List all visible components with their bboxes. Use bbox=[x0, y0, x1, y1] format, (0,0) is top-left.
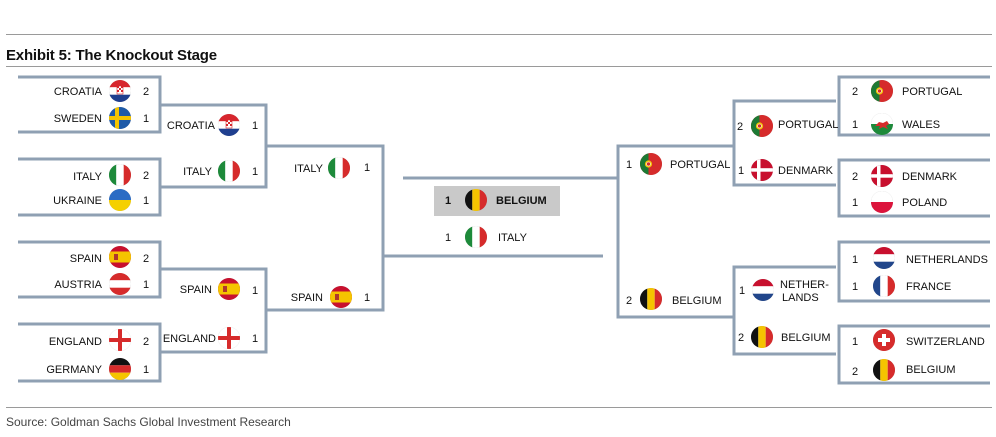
winner-score: 1 bbox=[445, 195, 452, 207]
team-score: 2 bbox=[143, 170, 150, 182]
wales-flag-icon bbox=[871, 113, 893, 135]
italy-flag-icon bbox=[328, 157, 350, 179]
team-name: NETHERLANDS bbox=[906, 254, 988, 266]
portugal-flag-icon bbox=[751, 115, 773, 137]
team-name: ENGLAND bbox=[48, 336, 102, 348]
team-name: SPAIN bbox=[290, 292, 323, 304]
team-score: 1 bbox=[143, 195, 150, 207]
team-score: 1 bbox=[739, 285, 746, 297]
england-flag-icon bbox=[218, 327, 240, 349]
team-name: UKRAINE bbox=[53, 195, 102, 207]
team-score: 1 bbox=[852, 119, 859, 131]
team-name: PORTUGAL bbox=[778, 119, 839, 131]
team-score: 1 bbox=[143, 364, 150, 376]
runner-up-score: 1 bbox=[445, 232, 452, 244]
team-score: 2 bbox=[143, 336, 150, 348]
title-rule bbox=[6, 66, 992, 67]
switzerland-flag-icon bbox=[873, 329, 895, 351]
team-score: 1 bbox=[252, 333, 259, 345]
belgium-flag-icon bbox=[751, 326, 773, 348]
sweden-flag-icon bbox=[109, 107, 131, 129]
team-name: DENMARK bbox=[778, 165, 834, 177]
team-name: PORTUGAL bbox=[902, 86, 963, 98]
spain-flag-icon bbox=[109, 246, 131, 268]
team-name: BELGIUM bbox=[672, 295, 722, 307]
team-score: 1 bbox=[252, 120, 259, 132]
team-name: SWEDEN bbox=[53, 113, 102, 125]
spain-flag-icon bbox=[330, 286, 352, 308]
team-name: ENGLAND bbox=[162, 333, 216, 345]
team-score: 2 bbox=[143, 86, 150, 98]
france-flag-icon bbox=[873, 275, 895, 297]
team-score: 1 bbox=[364, 292, 371, 304]
ukraine-flag-icon bbox=[109, 189, 131, 211]
team-name: DENMARK bbox=[902, 171, 958, 183]
team-score: 1 bbox=[252, 285, 259, 297]
spain-flag-icon bbox=[218, 278, 240, 300]
italy-flag-icon bbox=[218, 160, 240, 182]
croatia-flag-icon bbox=[218, 114, 240, 136]
italy-flag-icon bbox=[465, 226, 487, 248]
team-name: AUSTRIA bbox=[54, 279, 102, 291]
team-score: 2 bbox=[626, 295, 633, 307]
team-name: BELGIUM bbox=[906, 364, 956, 376]
team-name: FRANCE bbox=[906, 281, 952, 293]
team-score: 1 bbox=[738, 165, 745, 177]
team-score: 1 bbox=[852, 254, 859, 266]
team-score: 1 bbox=[852, 281, 859, 293]
netherlands-flag-icon bbox=[752, 279, 774, 301]
bottom-rule bbox=[6, 407, 992, 408]
team-name: CROATIA bbox=[53, 86, 102, 98]
team-name: ITALY bbox=[73, 171, 102, 183]
poland-flag-icon bbox=[871, 191, 893, 213]
winner-highlight bbox=[434, 186, 560, 216]
germany-flag-icon bbox=[109, 358, 131, 380]
team-score: 2 bbox=[143, 253, 150, 265]
team-name: ITALY bbox=[294, 163, 323, 175]
team-name: SPAIN bbox=[69, 253, 102, 265]
croatia-flag-icon bbox=[109, 80, 131, 102]
team-name: CROATIA bbox=[166, 120, 215, 132]
austria-flag-icon bbox=[109, 273, 131, 295]
team-score: 2 bbox=[737, 121, 744, 133]
team-score: 2 bbox=[852, 86, 859, 98]
denmark-flag-icon bbox=[751, 159, 773, 181]
netherlands-flag-icon bbox=[873, 247, 895, 269]
team-score: 2 bbox=[852, 366, 859, 378]
team-name: BELGIUM bbox=[781, 332, 831, 344]
team-score: 1 bbox=[852, 336, 859, 348]
team-name: PORTUGAL bbox=[670, 159, 731, 171]
team-name-continued: LANDS bbox=[782, 292, 819, 304]
team-name: GERMANY bbox=[46, 364, 102, 376]
team-score: 2 bbox=[852, 171, 859, 183]
italy-flag-icon bbox=[109, 164, 131, 186]
team-score: 1 bbox=[852, 197, 859, 209]
team-name: POLAND bbox=[902, 197, 948, 209]
runner-up-team: ITALY bbox=[498, 232, 527, 244]
team-name: SWITZERLAND bbox=[906, 336, 985, 348]
team-name: NETHER- bbox=[780, 279, 829, 291]
winner-team: BELGIUM bbox=[496, 195, 547, 207]
source-note: Source: Goldman Sachs Global Investment … bbox=[6, 415, 291, 429]
team-score: 1 bbox=[143, 113, 150, 125]
team-name: SPAIN bbox=[179, 284, 212, 296]
team-score: 1 bbox=[364, 162, 371, 174]
team-score: 1 bbox=[143, 279, 150, 291]
team-score: 1 bbox=[252, 166, 259, 178]
exhibit-title: Exhibit 5: The Knockout Stage bbox=[6, 47, 217, 64]
belgium-flag-icon bbox=[465, 189, 487, 211]
denmark-flag-icon bbox=[871, 165, 893, 187]
team-score: 1 bbox=[626, 159, 633, 171]
team-name: WALES bbox=[902, 119, 941, 131]
england-flag-icon bbox=[109, 329, 131, 351]
top-rule bbox=[6, 34, 992, 35]
team-name: ITALY bbox=[183, 166, 212, 178]
belgium-flag-icon bbox=[873, 359, 895, 381]
team-score: 2 bbox=[738, 332, 745, 344]
portugal-flag-icon bbox=[640, 153, 662, 175]
portugal-flag-icon bbox=[871, 80, 893, 102]
belgium-flag-icon bbox=[640, 288, 662, 310]
